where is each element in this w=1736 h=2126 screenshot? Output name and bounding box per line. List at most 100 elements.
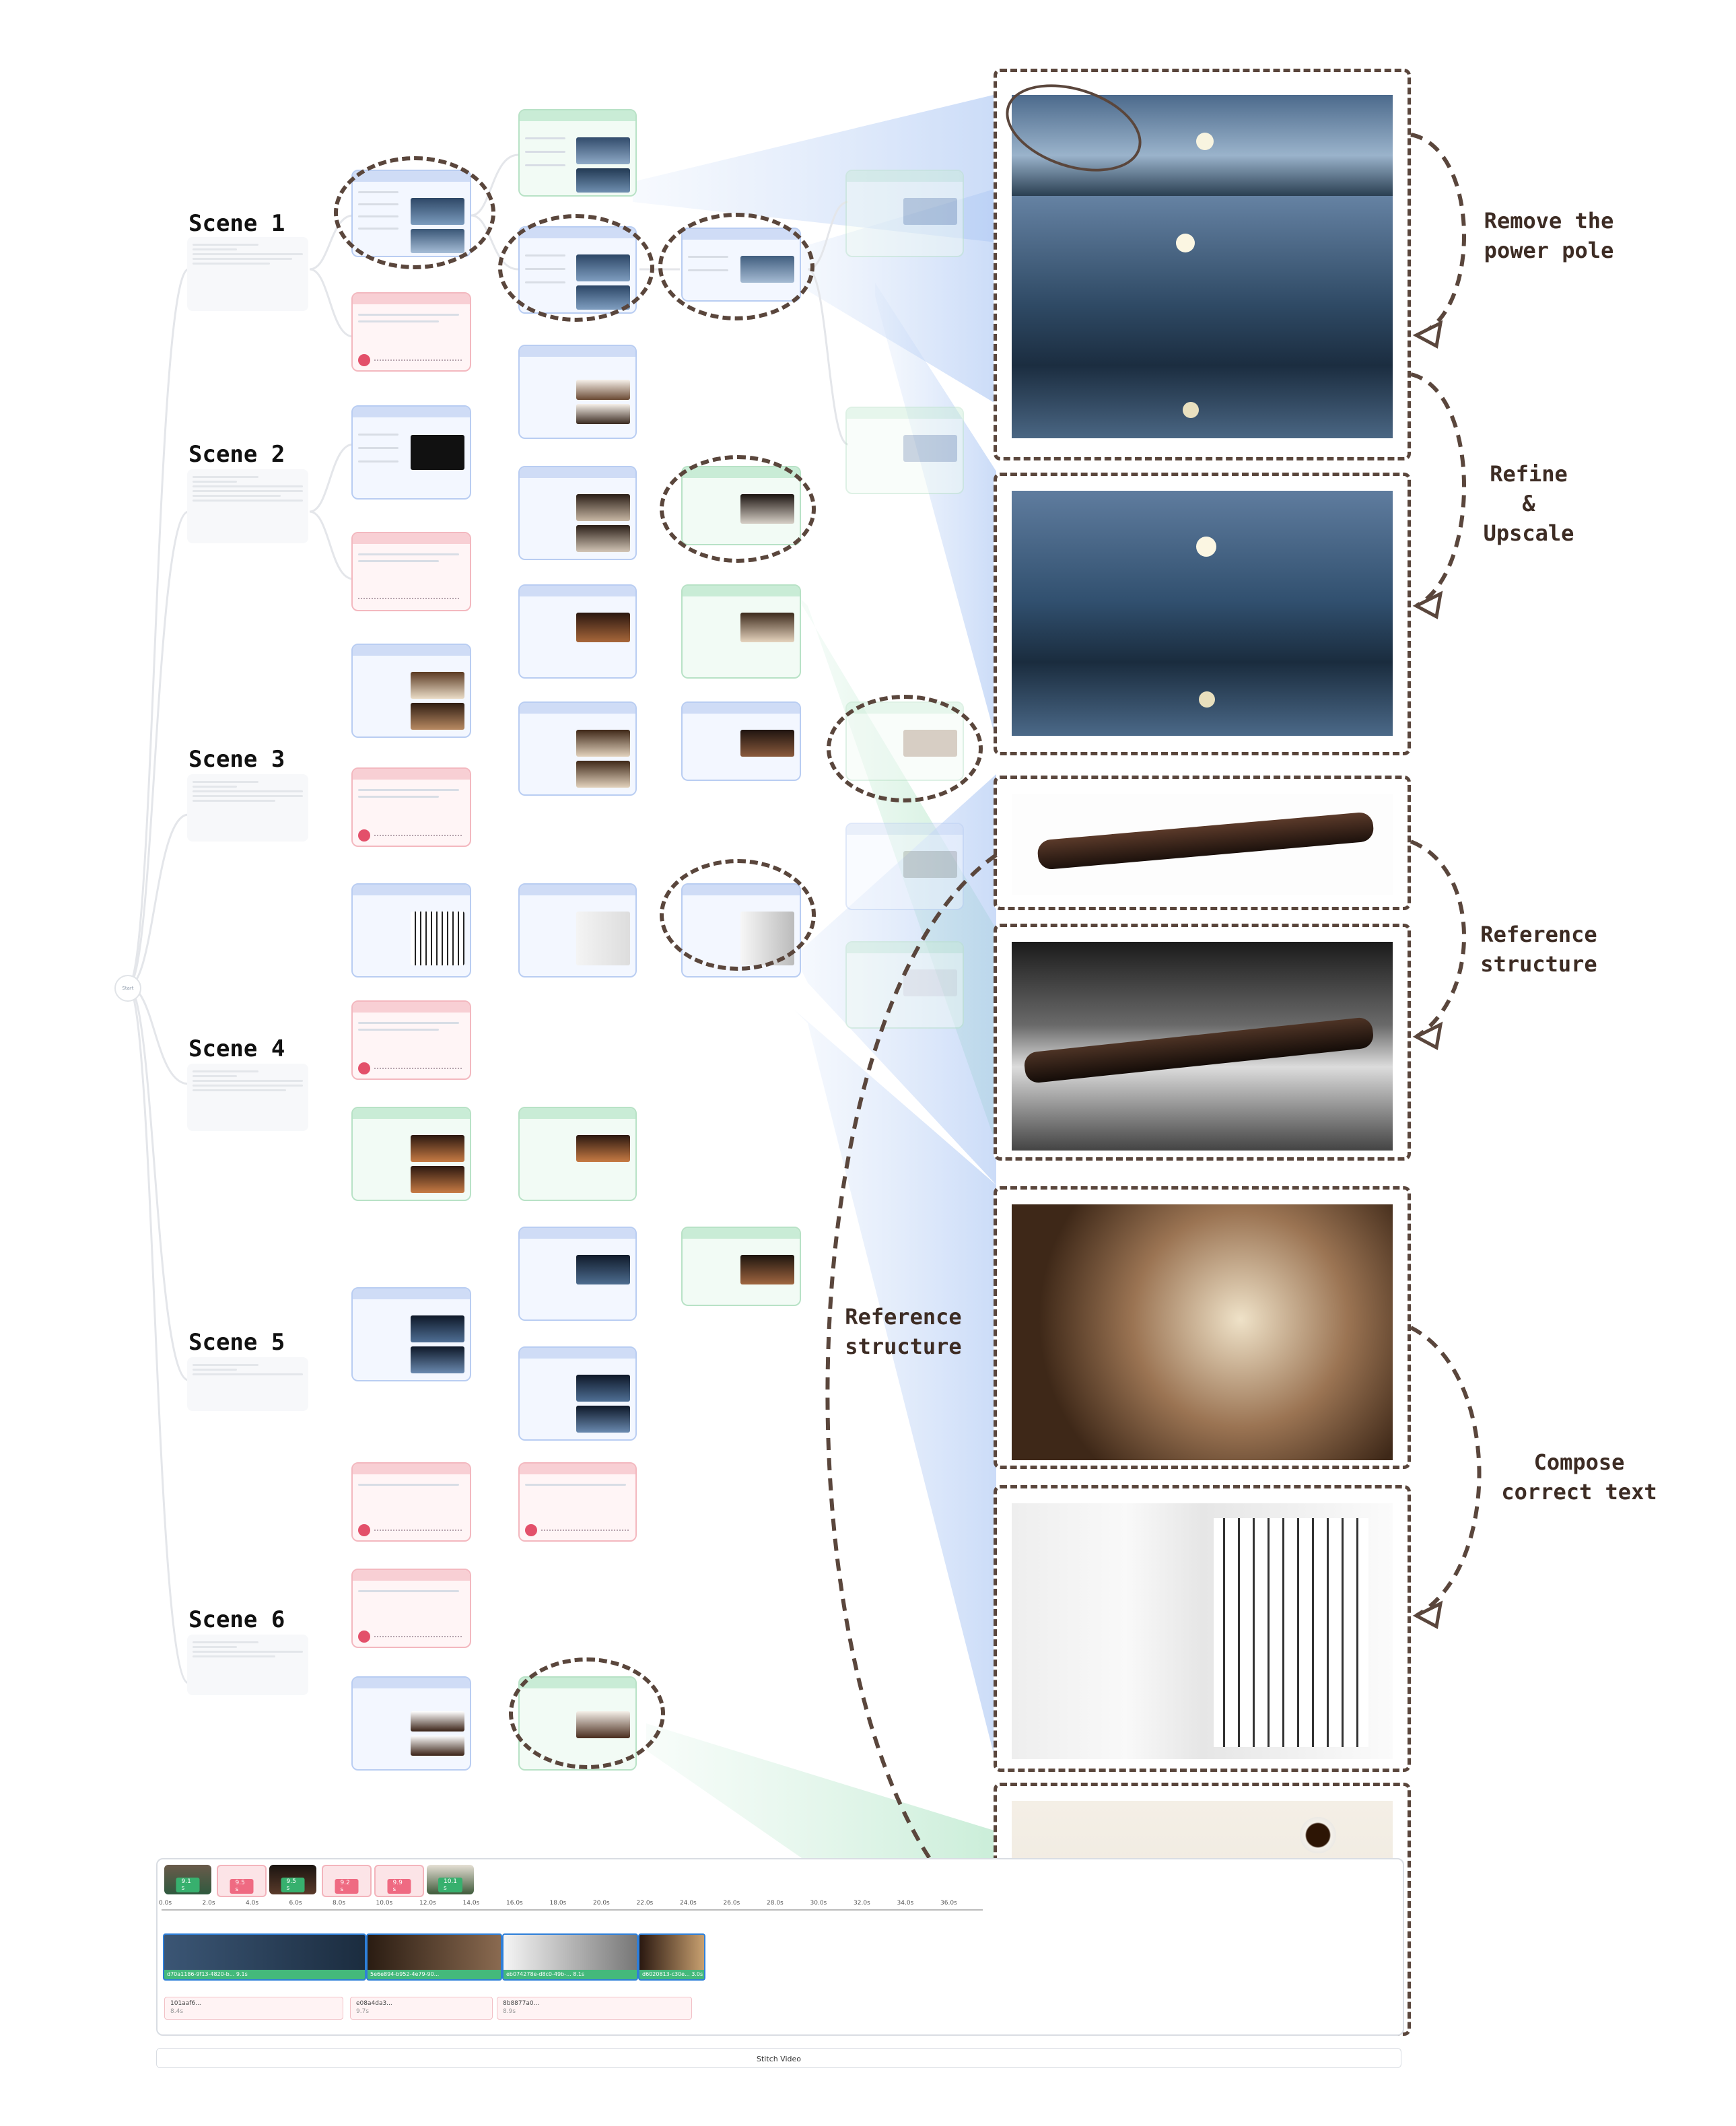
node-tts-s6[interactable]	[351, 1569, 471, 1648]
clip-caption: d6020813-c30e... 3.0s	[639, 1970, 704, 1979]
timeline-audio-clip[interactable]: e08a4da3...9.7s	[350, 1997, 493, 2020]
audio-clip-duration: 9.7s	[356, 2008, 370, 2015]
beam-scene1-mid	[794, 188, 996, 404]
node-tts-s5b[interactable]	[518, 1462, 637, 1542]
node-tts-s2[interactable]	[351, 532, 471, 611]
timeline-chip-duration: 9.5 s	[230, 1879, 254, 1894]
frame-moon-upscaled	[994, 473, 1411, 755]
frame-book-hands	[994, 1186, 1411, 1469]
node-upscale-s3[interactable]	[681, 701, 801, 781]
annotation-reference-structure-right: Reference structure	[1480, 922, 1597, 977]
node-edit-s1[interactable]	[518, 109, 637, 197]
timeline-chip-audio[interactable]: 9.2 s	[322, 1865, 372, 1897]
timeline-video-clip[interactable]: 5e6e894-b952-4e79-90...	[366, 1933, 502, 1981]
node-edit-s2[interactable]	[518, 345, 637, 439]
node-refine-s5[interactable]	[518, 1346, 637, 1441]
highlight-ellipse-s1-gen	[334, 156, 495, 269]
node-gen-s2b[interactable]	[518, 584, 637, 679]
ruler-tick-label: 18.0s	[549, 1900, 567, 1907]
node-ghost-s1a[interactable]	[845, 170, 964, 257]
highlight-ellipse-s1-refine	[498, 214, 654, 322]
node-edit-s4[interactable]	[518, 1107, 637, 1201]
scene-6-card[interactable]	[187, 1635, 308, 1695]
node-tts-s4[interactable]	[351, 1000, 471, 1080]
node-edit-s5[interactable]	[681, 1227, 801, 1306]
ruler-tick-label: 36.0s	[940, 1900, 957, 1907]
timeline-video-clip[interactable]: d70a1186-9f13-4820-b... 9.1s	[163, 1933, 366, 1981]
timeline-ruler-line	[162, 1909, 983, 1911]
annotation-reference-structure-left: Reference structure	[845, 1304, 962, 1359]
scene-4-card[interactable]	[187, 1064, 308, 1131]
scene-2-label: Scene 2	[188, 441, 285, 468]
arrow-refine	[1410, 372, 1466, 608]
timeline-chip-duration: 10.1 s	[438, 1878, 463, 1892]
timeline-audio-clip[interactable]: 8b8877a0...8.9s	[497, 1997, 692, 2020]
annotation-compose-text: Compose correct text	[1501, 1449, 1657, 1505]
audio-clip-duration: 8.4s	[170, 2008, 184, 2015]
arrow-ref-structure-right	[1410, 839, 1466, 1039]
scene-2-card[interactable]	[187, 469, 308, 543]
highlight-ellipse-s2	[660, 455, 816, 563]
timeline-chip-audio[interactable]: 9.5 s	[217, 1865, 267, 1897]
ruler-tick-label: 16.0s	[506, 1900, 523, 1907]
audio-clip-name: e08a4da3...	[356, 2000, 392, 2007]
ruler-tick-label: 0.0s	[159, 1900, 172, 1907]
node-tts-s5a[interactable]	[351, 1462, 471, 1542]
scene-1-label: Scene 1	[188, 210, 285, 237]
frame-guqin-ref	[994, 776, 1411, 910]
scene-5-card[interactable]	[187, 1357, 308, 1411]
scene-5-label: Scene 5	[188, 1329, 285, 1356]
node-edit-s2b[interactable]	[681, 584, 801, 679]
moon-reflection-icon	[1183, 402, 1199, 418]
ruler-tick-label: 24.0s	[680, 1900, 697, 1907]
node-image-gen-s4[interactable]	[351, 1107, 471, 1201]
ruler-tick-label: 8.0s	[333, 1900, 346, 1907]
beam-scene3b	[794, 1010, 996, 1764]
node-refine-s2[interactable]	[518, 466, 637, 560]
timeline-video-clip[interactable]: d6020813-c30e... 3.0s	[638, 1933, 705, 1981]
scene-1-card[interactable]	[187, 237, 308, 311]
root-node[interactable]: Start	[114, 975, 141, 1002]
clip-caption: d70a1186-9f13-4820-b... 9.1s	[164, 1970, 365, 1979]
node-ghost-s3b[interactable]	[845, 823, 964, 910]
timeline-chip-video[interactable]: 10.1 s	[427, 1865, 474, 1894]
timeline-chip-video[interactable]: 9.1 s	[164, 1865, 211, 1894]
timeline-chip-video[interactable]: 9.5 s	[269, 1865, 316, 1894]
ruler-tick-label: 20.0s	[593, 1900, 610, 1907]
scene-3-card[interactable]	[187, 774, 308, 842]
node-image-gen-s3[interactable]	[351, 644, 471, 738]
node-image-gen-s2[interactable]	[351, 405, 471, 500]
scene-6-label: Scene 6	[188, 1606, 285, 1633]
scene-4-label: Scene 4	[188, 1035, 285, 1062]
arrow-compose	[1410, 1326, 1482, 1618]
stitch-video-button[interactable]: Stitch Video	[156, 2048, 1401, 2068]
photo-book-hands	[1012, 1204, 1393, 1460]
node-ghost-s3c[interactable]	[845, 941, 964, 1029]
node-refine-s3[interactable]	[518, 701, 637, 796]
timeline-audio-clip[interactable]: 101aaf6...8.4s	[164, 1997, 343, 2020]
ruler-tick-label: 34.0s	[897, 1900, 914, 1907]
node-image-gen-s5[interactable]	[351, 1287, 471, 1381]
timeline-video-clip[interactable]: eb074278e-d8c0-49b-... 8.1s	[502, 1933, 638, 1981]
node-gen-s5a[interactable]	[518, 1227, 637, 1321]
audio-clip-duration: 8.9s	[503, 2008, 516, 2015]
ruler-tick-label: 10.0s	[376, 1900, 393, 1907]
frame-book-text	[994, 1485, 1411, 1772]
frame-guqin-display	[994, 924, 1411, 1161]
node-layout-s3[interactable]	[518, 883, 637, 978]
ruler-tick-label: 32.0s	[854, 1900, 870, 1907]
node-image-gen-s6[interactable]	[351, 1676, 471, 1771]
node-ghost-s1b[interactable]	[845, 407, 964, 494]
ruler-tick-label: 30.0s	[810, 1900, 827, 1907]
clip-caption: 5e6e894-b952-4e79-90...	[368, 1970, 501, 1979]
arrow-ref-structure-left	[825, 853, 998, 1918]
node-tts-s1[interactable]	[351, 292, 471, 372]
node-tts-s3[interactable]	[351, 767, 471, 847]
node-text-compose-s3[interactable]	[351, 883, 471, 978]
clip-caption: eb074278e-d8c0-49b-... 8.1s	[504, 1970, 637, 1979]
highlight-ellipse-s3-text	[660, 859, 816, 971]
highlight-ellipse-s1-upscale	[658, 213, 814, 320]
moon-icon	[1176, 234, 1195, 252]
timeline-chip-audio[interactable]: 9.9 s	[374, 1865, 424, 1897]
